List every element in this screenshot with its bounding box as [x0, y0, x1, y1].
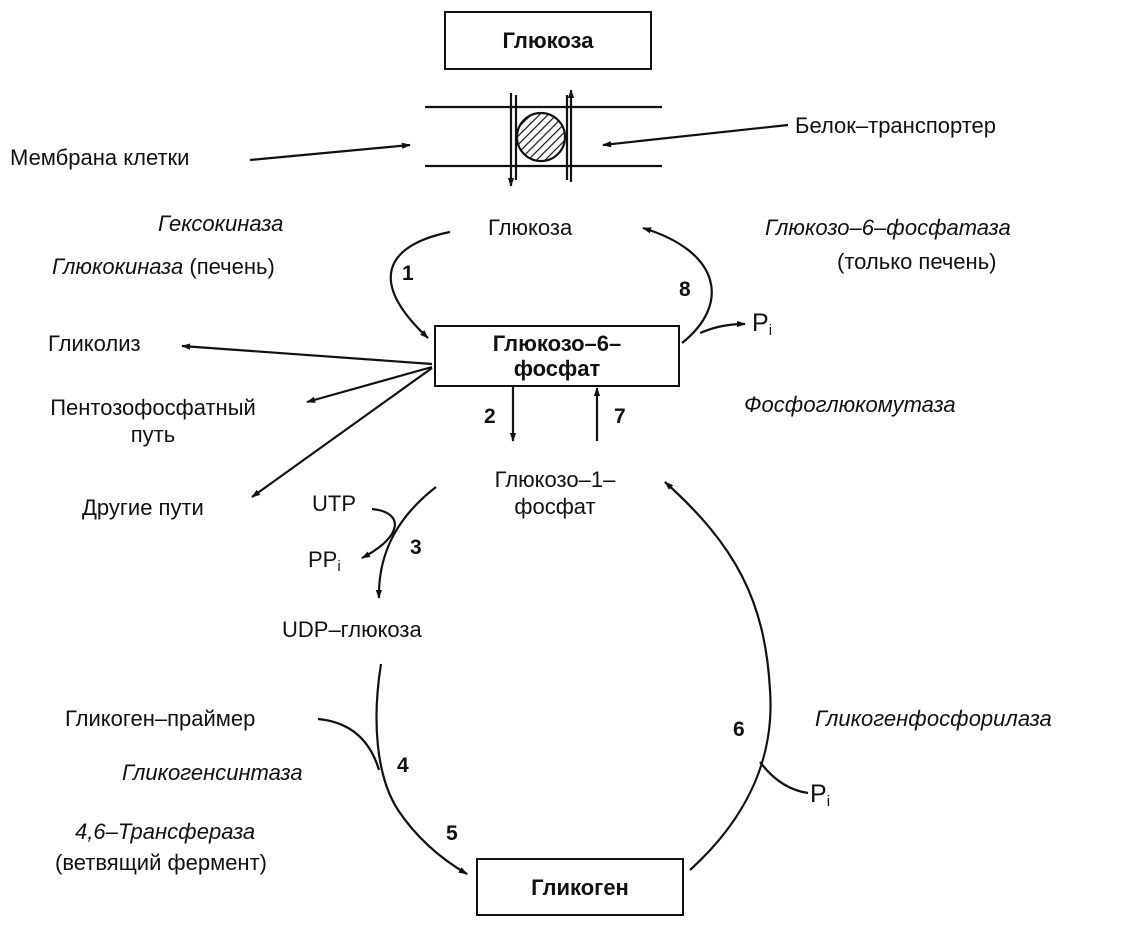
- glucose-1-phosphate-label: Глюкозо–1– фосфат: [460, 466, 650, 520]
- g6p-label-line1: Глюкозо–6–: [492, 331, 622, 356]
- glucokinase-label: Глюкокиназа (печень): [52, 253, 275, 280]
- transporter-label: Белок–транспортер: [795, 113, 997, 138]
- step-number-6: 6: [733, 718, 745, 741]
- ppp-line2: путь: [130, 422, 176, 447]
- step-number-8: 8: [679, 278, 691, 301]
- phosphate-label-bottom: Pi: [810, 781, 830, 815]
- glycogen-phosphorylase-label: Гликогенфосфорилаза: [815, 706, 1052, 731]
- arrow-primer-in: [317, 717, 381, 771]
- glycogen-box-label: Гликоген: [531, 874, 629, 900]
- phosphate-label-top: Pi: [752, 310, 772, 344]
- arrow-step-4-5: [375, 663, 468, 875]
- step-number-4: 4: [397, 754, 409, 777]
- phosphate-p: P: [752, 309, 769, 337]
- phosphate-sub: i: [768, 322, 773, 339]
- glucose-box-label: Глюкоза: [502, 28, 594, 53]
- glucose-label: Глюкоза: [488, 215, 573, 240]
- udp-glucose-label: UDP–глюкоза: [282, 617, 422, 642]
- phosphate2-sub: i: [826, 793, 831, 810]
- glycolysis-label: Гликолиз: [48, 331, 141, 356]
- membrane-pointer-arrow: [249, 142, 411, 162]
- membrane-label: Мембрана клетки: [10, 145, 190, 170]
- step-number-7: 7: [614, 405, 626, 428]
- glucokinase-name: Глюкокиназа: [52, 254, 184, 279]
- transferase-label: 4,6–Трансфераза: [75, 819, 256, 844]
- step-number-5: 5: [446, 822, 458, 845]
- glucose-box: Глюкоза: [444, 11, 652, 70]
- arrow-to-other-paths: [251, 367, 433, 498]
- ppp-line1: Пентозофосфатный: [50, 395, 256, 420]
- step-number-2: 2: [484, 405, 496, 428]
- transporter-pointer-arrow: [602, 123, 789, 148]
- arrow-step-8: [642, 226, 713, 344]
- glycogen-box: Гликоген: [476, 858, 684, 916]
- other-paths-label: Другие пути: [82, 495, 204, 520]
- glycogen-primer-label: Гликоген–праймер: [65, 706, 256, 731]
- transporter-protein: [515, 111, 567, 163]
- arrow-step-6: [664, 481, 772, 871]
- step-number-1: 1: [402, 262, 414, 285]
- step-number-3: 3: [410, 536, 422, 559]
- branching-enzyme-label: (ветвящий фермент): [55, 850, 267, 875]
- utp-label: UTP: [312, 491, 356, 516]
- pentose-phosphate-label: Пентозофосфатный путь: [18, 394, 288, 448]
- hexokinase-label: Гексокиназа: [158, 211, 284, 236]
- g1p-line1: Глюкозо–1–: [494, 467, 616, 492]
- arrow-pi-in: [759, 761, 809, 795]
- g6p-label-line2: фосфат: [513, 356, 601, 381]
- glucose-6-phosphate-box: Глюкозо–6– фосфат: [434, 325, 680, 387]
- arrow-to-glycolysis: [181, 343, 433, 366]
- arrow-utp-in: [361, 507, 396, 559]
- g1p-line2: фосфат: [514, 494, 596, 519]
- g6-phosphatase-label: Глюкозо–6–фосфатаза: [765, 215, 1011, 240]
- arrow-to-ppp: [306, 365, 433, 404]
- ppi-pp: PP: [308, 547, 338, 572]
- glucokinase-note: (печень): [189, 254, 275, 279]
- arrow-pi-release: [699, 320, 746, 335]
- arrow-step-1: [389, 230, 451, 339]
- ppi-label: PPi: [308, 546, 341, 580]
- phosphoglucomutase-label: Фосфоглюкомутаза: [744, 392, 956, 417]
- g6-phosphatase-note: (только печень): [837, 249, 997, 274]
- ppi-sub: i: [337, 558, 341, 575]
- arrow-step-3: [375, 486, 437, 599]
- glycogen-synthase-label: Гликогенсинтаза: [122, 760, 303, 785]
- phosphate2-p: P: [810, 780, 827, 808]
